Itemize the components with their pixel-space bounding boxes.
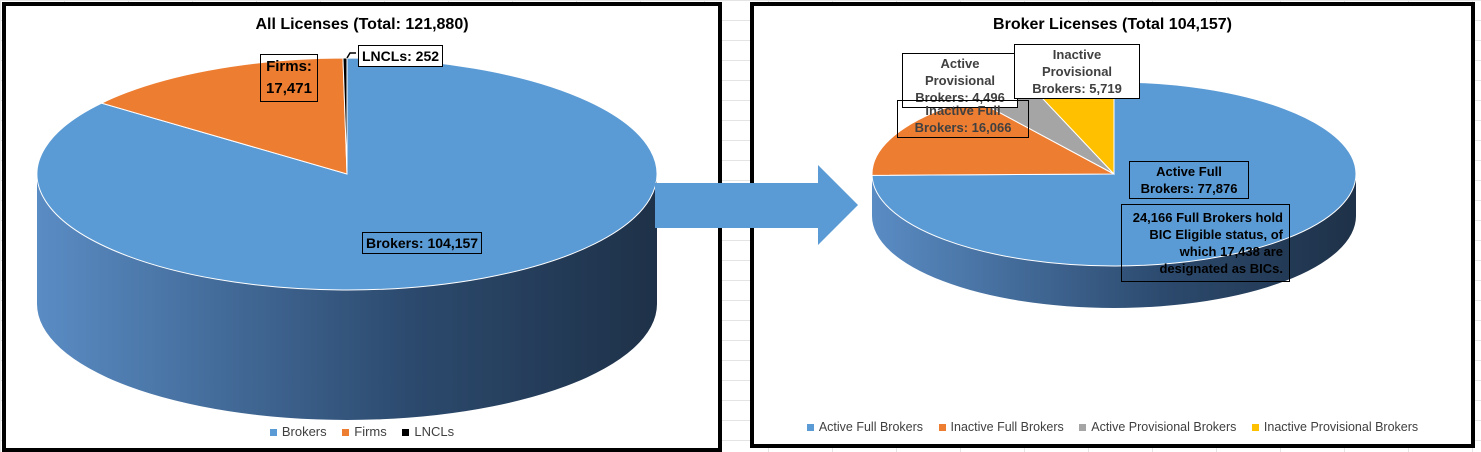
legend-item: LNCLs: [402, 424, 454, 439]
legend: Brokers Firms LNCLs: [6, 424, 718, 439]
legend-item: Firms: [342, 424, 387, 439]
legend-item: Inactive Full Brokers: [938, 420, 1064, 434]
pie-slice-lncls: [342, 57, 348, 175]
leader-line: [346, 52, 356, 59]
chart-title: All Licenses (Total: 121,880): [255, 16, 469, 33]
data-label-active-full: Active Full Brokers: 77,876: [1129, 161, 1249, 199]
pie-svg: [36, 52, 658, 420]
pie-slice-active-full-brokers: [871, 81, 1357, 267]
data-label-inactive-full: Inactive Full Brokers: 16,066: [897, 100, 1029, 138]
data-label-inactive-provisional: Inactive Provisional Brokers: 5,719: [1014, 44, 1140, 99]
bic-annotation: 24,166 Full Brokers hold BIC Eligible st…: [1121, 204, 1290, 282]
data-label-brokers: Brokers: 104,157: [362, 232, 483, 254]
pie-side: [37, 174, 657, 420]
data-label-active-provisional: Active Provisional Brokers: 4,496: [902, 53, 1018, 108]
all-licenses-chart: All Licenses (Total: 121,880) Firms: 17,…: [2, 2, 722, 452]
legend-item: Active Full Brokers: [806, 420, 923, 434]
legend-item: Brokers: [269, 424, 327, 439]
pie-svg: [871, 81, 1357, 308]
legend-item: Active Provisional Brokers: [1079, 420, 1236, 434]
pie-slice-firms: [100, 57, 348, 175]
legend: Active Full Brokers Inactive Full Broker…: [754, 420, 1471, 434]
broker-licenses-chart: Broker Licenses (Total 104,157) Active P…: [750, 2, 1475, 448]
pie-side: [872, 174, 1356, 308]
chart-title: Broker Licenses (Total 104,157): [993, 16, 1232, 33]
data-label-lnccls: LNCLs: 252: [358, 45, 444, 67]
data-label-firms: Firms: 17,471: [260, 54, 318, 102]
legend-item: Inactive Provisional Brokers: [1251, 420, 1418, 434]
